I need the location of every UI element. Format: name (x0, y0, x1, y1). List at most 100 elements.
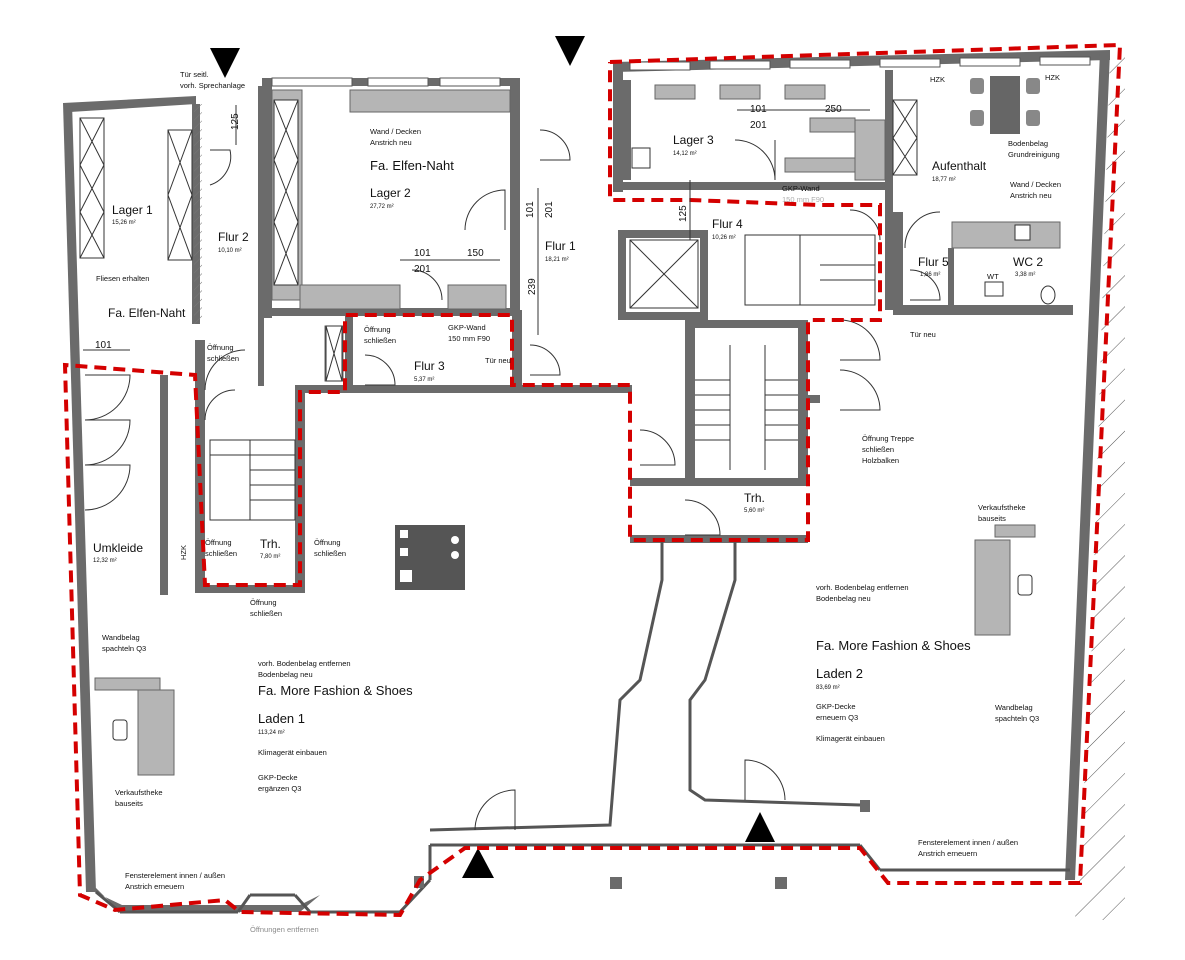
tenant-elfen-naht-left: Fa. Elfen-Naht (108, 306, 186, 320)
note-gkp-150-flur3: 150 mm F90 (448, 334, 490, 343)
note-oeffnung-trh-right: Öffnung (314, 538, 341, 547)
note-schliessen-trh-right: schließen (314, 549, 346, 558)
dim-201-flur1: 201 (544, 201, 555, 218)
room-area-flur5: 1,86 m² (920, 272, 940, 278)
room-area-flur1: 18,21 m² (545, 257, 569, 263)
wc-fixtures (984, 224, 1056, 305)
note-bottom-cut: Öffnungen entfernen (250, 925, 319, 934)
note-verkaufstheke-left: Verkaufstheke (115, 788, 163, 797)
room-name-trh2: Trh. (744, 491, 765, 505)
label-hzk-aufenthalt: HZK (1045, 73, 1060, 82)
dim-239: 239 (527, 278, 538, 295)
dim-101-lager2: 101 (414, 248, 431, 259)
dining-table (970, 76, 1040, 134)
note-sprechanlage: vorh. Sprechanlage (180, 81, 245, 90)
note-tuer-neu-wc: Tür neu (910, 330, 936, 339)
room-name-laden1: Laden 1 (258, 711, 305, 726)
room-name-lager3: Lager 3 (673, 133, 714, 147)
dim-101-left: 101 (95, 340, 112, 351)
room-name-aufenthalt: Aufenthalt (932, 159, 987, 173)
tenant-elfen-naht-lager2: Fa. Elfen-Naht (370, 158, 454, 173)
room-area-laden1: 113,24 m² (258, 730, 285, 736)
dimension-lines (83, 105, 870, 351)
room-area-laden2: 83,69 m² (816, 685, 840, 691)
label-hzk-umkleide: HZK (179, 545, 188, 560)
note-spachteln-right: spachteln Q3 (995, 714, 1039, 723)
dim-101-lager3: 101 (750, 104, 767, 115)
room-name-flur4: Flur 4 (712, 217, 743, 231)
note-oeffnung-bottom: Öffnung (250, 598, 277, 607)
note-oeffnung-trh-left: Öffnung (205, 538, 232, 547)
note-tuer-seitl: Tür seitl. (180, 70, 209, 79)
dim-201-lager2: 201 (414, 264, 431, 275)
note-ergaenzen-left: ergänzen Q3 (258, 784, 301, 793)
room-area-flur4: 10,26 m² (712, 235, 736, 241)
note-anstrich-right: Anstrich erneuern (918, 849, 977, 858)
note-wand-decken-lager2: Wand / Decken (370, 127, 421, 136)
note-gkp-wand-flur3: GKP-Wand (448, 323, 486, 332)
room-area-flur3: 5,37 m² (414, 377, 434, 383)
room-name-lager1: Lager 1 (112, 203, 153, 217)
note-gkp-decke-right: GKP-Decke (816, 702, 856, 711)
entrance-arrow-top-center (555, 36, 585, 66)
note-fenster-left: Fensterelement innen / außen (125, 871, 225, 880)
label-wt: WT (987, 272, 999, 281)
dim-101-flur1: 101 (525, 201, 536, 218)
room-name-wc2: WC 2 (1013, 255, 1043, 269)
shop-furniture (94, 524, 1036, 776)
note-gkp-wand-lager3: GKP-Wand (782, 184, 820, 193)
note-oeffnung-flur3: Öffnung (364, 325, 391, 334)
room-name-trh1: Trh. (260, 537, 281, 551)
room-name-flur2: Flur 2 (218, 230, 249, 244)
note-bauseits-right: bauseits (978, 514, 1006, 523)
note-gkp-150-lager3: 150 mm F90 (782, 195, 824, 204)
room-name-flur1: Flur 1 (545, 239, 576, 253)
note-boden-neu-right: Bodenbelag neu (816, 594, 871, 603)
label-hzk-lager3: HZK (930, 75, 945, 84)
doors (84, 129, 941, 831)
note-bauseits-left: bauseits (115, 799, 143, 808)
note-spachteln-left: spachteln Q3 (102, 644, 146, 653)
note-fliesen: Fliesen erhalten (96, 274, 149, 283)
room-area-flur2: 10,10 m² (218, 248, 242, 254)
shelving-units (79, 99, 918, 382)
note-wandbelag-right: Wandbelag (995, 703, 1033, 712)
note-anstrich-neu-lager2: Anstrich neu (370, 138, 412, 147)
exterior-hatch-area (1075, 45, 1125, 920)
room-area-trh1: 7,80 m² (260, 554, 280, 560)
note-schliessen-flur2: schließen (207, 354, 239, 363)
dim-125-flur2: 125 (230, 113, 241, 130)
dim-125-flur4: 125 (678, 205, 689, 222)
entrance-arrow-bottom-right (745, 812, 775, 842)
note-bodenbelag-auf: Bodenbelag (1008, 139, 1048, 148)
note-anstrich-left: Anstrich erneuern (125, 882, 184, 891)
room-name-umkleide: Umkleide (93, 541, 143, 555)
room-name-lager2: Lager 2 (370, 186, 411, 200)
note-schliessen-bottom: schließen (250, 609, 282, 618)
note-fenster-right: Fensterelement innen / außen (918, 838, 1018, 847)
room-area-lager1: 15,26 m² (112, 220, 136, 226)
note-tuer-neu-flur3: Tür neu (485, 356, 511, 365)
room-area-lager3: 14,12 m² (673, 151, 697, 157)
note-boden-neu-left: Bodenbelag neu (258, 670, 313, 679)
room-area-umkleide: 12,32 m² (93, 558, 117, 564)
note-schliessen-flur3: schließen (364, 336, 396, 345)
note-verkaufstheke-right: Verkaufstheke (978, 503, 1026, 512)
note-oeffnung-flur2: Öffnung (207, 343, 234, 352)
note-wandbelag-left: Wandbelag (102, 633, 140, 642)
room-name-flur5: Flur 5 (918, 255, 949, 269)
entrance-markers (210, 36, 775, 878)
entrance-arrow-top-left (210, 48, 240, 78)
room-name-laden2: Laden 2 (816, 666, 863, 681)
note-anstrich-neu-auf: Anstrich neu (1010, 191, 1052, 200)
room-area-lager2: 27,72 m² (370, 204, 394, 210)
note-oeffnung-treppe: Öffnung Treppe (862, 434, 914, 443)
dim-201-lager3: 201 (750, 120, 767, 131)
dim-250-lager3: 250 (825, 104, 842, 115)
room-name-flur3: Flur 3 (414, 359, 445, 373)
note-holzbalken: Holzbalken (862, 456, 899, 465)
room-area-wc2: 3,38 m² (1015, 272, 1035, 278)
note-schliessen-treppe: schließen (862, 445, 894, 454)
note-grundreinigung: Grundreinigung (1008, 150, 1060, 159)
note-klima-left: Klimagerät einbauen (258, 748, 327, 757)
